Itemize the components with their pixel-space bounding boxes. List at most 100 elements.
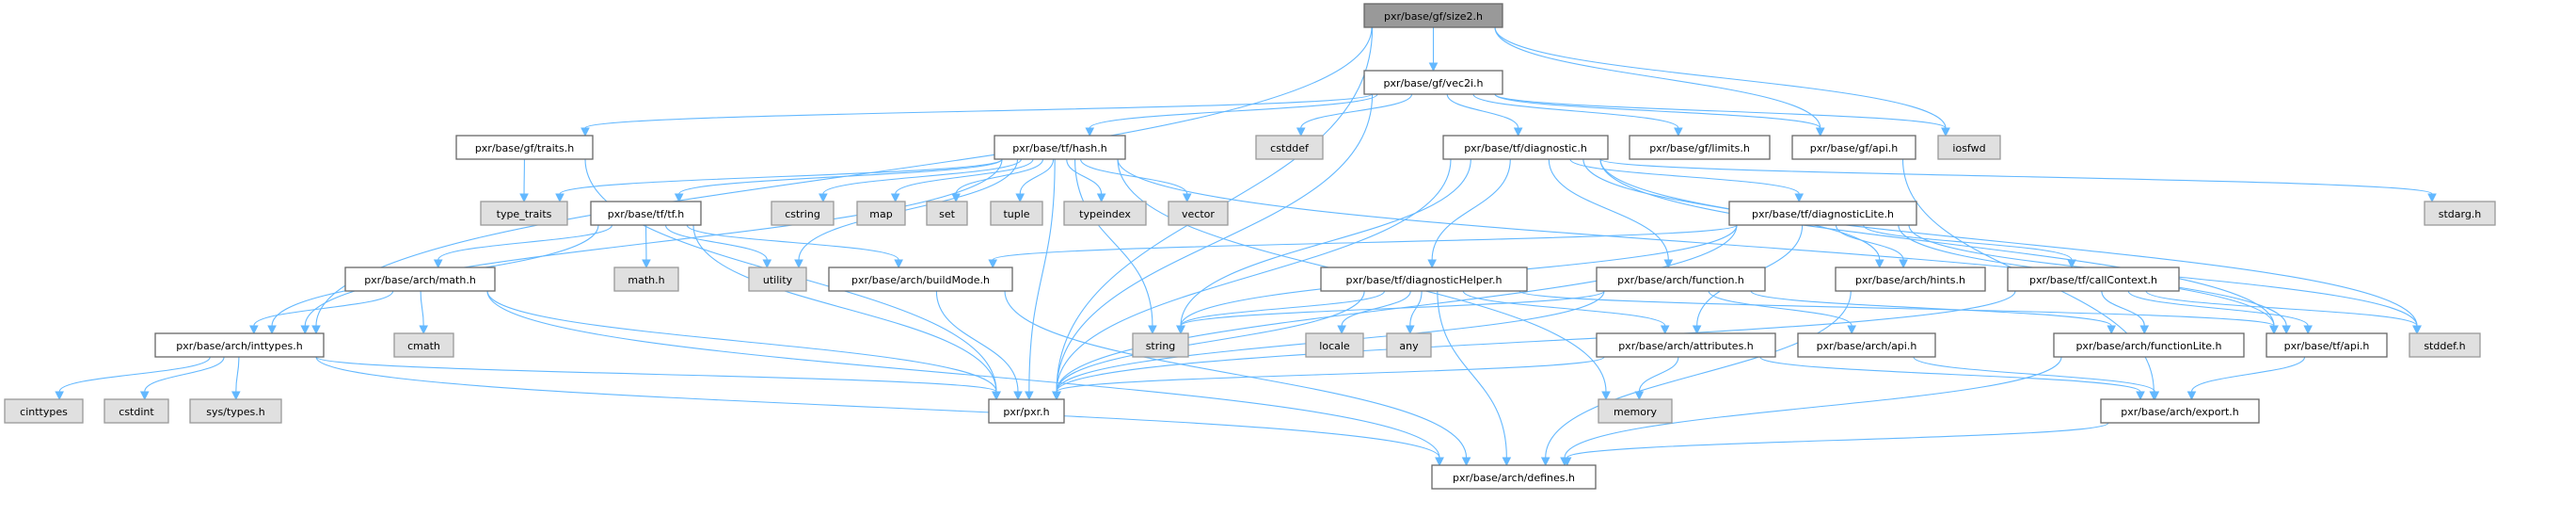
edge-size2-to-iosfwd [1494,26,1947,129]
edge-tf-to-utility [664,224,768,261]
node-tuple: tuple [990,201,1043,226]
node-box [2007,267,2180,292]
node-hash[interactable]: pxr/base/tf/hash.h [994,135,1126,160]
node-size2[interactable]: pxr/base/gf/size2.h [1363,3,1503,28]
node-box [856,201,906,226]
node-locale: locale [1305,332,1364,358]
edge-hash-to-tuple [1019,158,1055,195]
node-tfapi[interactable]: pxr/base/tf/api.h [2266,332,2388,358]
node-limits[interactable]: pxr/base/gf/limits.h [1629,135,1771,160]
node-label: pxr/base/gf/limits.h [1649,142,1750,154]
node-diagnostic[interactable]: pxr/base/tf/diagnostic.h [1442,135,1609,160]
node-box [1728,201,1917,226]
node-vec2i[interactable]: pxr/base/gf/vec2i.h [1363,70,1503,95]
node-box [393,332,454,358]
node-attributes[interactable]: pxr/base/arch/attributes.h [1596,332,1776,358]
node-box [1937,135,2001,160]
node-diagnosticHelper[interactable]: pxr/base/tf/diagnosticHelper.h [1320,267,1528,292]
arrowhead-icon [2269,325,2279,335]
arrowhead-icon [1427,259,1437,269]
edge-vec2i-to-iosfwd [1494,93,1947,129]
edge-tf-to-buildMode [686,224,899,261]
node-hints[interactable]: pxr/base/arch/hints.h [1835,267,1986,292]
node-box [1363,70,1503,95]
edge-archapi-to-export [1913,356,2155,393]
arrowhead-icon [890,193,900,203]
arrowhead-icon [1815,127,1825,137]
node-stddef: stddef.h [2409,332,2481,358]
node-box [1791,135,1916,160]
node-functionLite[interactable]: pxr/base/arch/functionLite.h [2053,332,2245,358]
node-systypes: sys/types.h [189,398,282,424]
node-map: map [856,201,906,226]
node-box [771,201,835,226]
arrowhead-icon [1847,325,1857,335]
node-label: locale [1319,340,1350,352]
arrowhead-icon [1513,127,1523,137]
edge-hash-to-cstring [822,158,1023,195]
node-box [1797,332,1936,358]
node-box [4,398,84,424]
arrowhead-icon [2186,391,2197,401]
edge-diagnosticLite-to-hints [1835,224,1904,261]
arrowhead-icon [1562,457,1572,467]
arrowhead-icon [1085,127,1095,137]
edge-vec2i-to-traits [584,93,1373,129]
node-callContext[interactable]: pxr/base/tf/callContext.h [2007,267,2180,292]
node-label: pxr/base/arch/inttypes.h [176,340,303,352]
arrowhead-icon [1013,391,1023,401]
node-box [1063,201,1147,226]
edge-diagnosticHelper-to-any [1409,290,1423,327]
edge-diagnostic-to-pxr [1056,158,1452,393]
edge-attributes-to-export [1759,356,2141,393]
arrowhead-icon [2303,325,2313,335]
arrowhead-icon [642,259,651,269]
arrowhead-icon [1096,193,1106,203]
node-buildMode[interactable]: pxr/base/arch/buildMode.h [828,267,1013,292]
arrowhead-icon [1540,457,1550,467]
node-archapi[interactable]: pxr/base/arch/api.h [1797,332,1936,358]
node-box [1598,398,1673,424]
node-diagnosticLite[interactable]: pxr/base/tf/diagnosticLite.h [1728,201,1917,226]
node-archmath[interactable]: pxr/base/arch/math.h [344,267,496,292]
arrowhead-icon [1435,457,1444,467]
arrowhead-icon [1601,391,1611,401]
node-export[interactable]: pxr/base/arch/export.h [2100,398,2260,424]
node-label: pxr/base/arch/functionLite.h [2075,340,2221,352]
node-box [613,267,679,292]
edge-archmath-to-cmath [420,290,424,327]
edge-function-to-archapi [1708,290,1852,327]
node-traits[interactable]: pxr/base/gf/traits.h [455,135,594,160]
node-box [828,267,1013,292]
edge-vec2i-to-gfapi [1494,93,1821,129]
node-label: pxr/base/arch/math.h [364,274,476,286]
node-cstring: cstring [771,201,835,226]
edge-tf-to-archmath [437,224,613,261]
node-box [2424,201,2496,226]
node-label: pxr/base/arch/function.h [1617,274,1744,286]
node-box [748,267,807,292]
node-box [926,201,968,226]
edge-vec2i-to-limits [1472,93,1679,129]
node-defines[interactable]: pxr/base/arch/defines.h [1431,464,1597,490]
edge-inttypes-to-defines [315,356,1440,459]
edge-export-to-defines [1566,422,2109,459]
arrowhead-icon [988,259,998,269]
node-box [1132,332,1189,358]
node-function[interactable]: pxr/base/arch/function.h [1596,267,1766,292]
node-box [1442,135,1609,160]
arrowhead-icon [1405,325,1415,335]
node-tf[interactable]: pxr/base/tf/tf.h [590,201,702,226]
edge-diagnostic-to-stdarg [1599,158,2433,195]
node-gfapi[interactable]: pxr/base/gf/api.h [1791,135,1916,160]
nodes-layer: pxr/base/gf/size2.h pxr/base/gf/vec2i.h px… [4,3,2496,490]
node-label: any [1399,340,1419,352]
node-inttypes[interactable]: pxr/base/arch/inttypes.h [154,332,325,358]
node-label: pxr/base/arch/hints.h [1855,274,1965,286]
node-pxr[interactable]: pxr/pxr.h [988,398,1065,424]
node-label: string [1146,340,1176,352]
arrowhead-icon [819,193,828,203]
node-label: memory [1614,406,1657,418]
arrowhead-icon [519,193,529,203]
node-cstdint: cstdint [103,398,169,424]
